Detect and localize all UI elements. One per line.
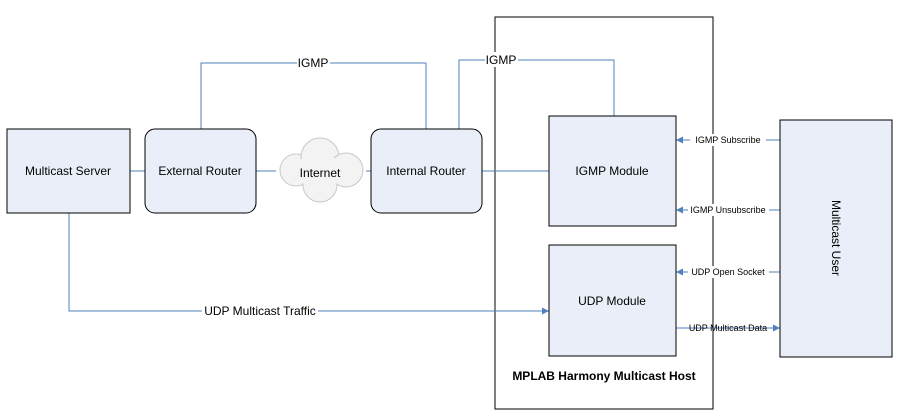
udp-open-socket-label: UDP Open Socket <box>691 267 765 277</box>
udp-multicast-traffic-label: UDP Multicast Traffic <box>204 304 316 318</box>
external-router-box <box>144 128 257 214</box>
igmp-unsubscribe-label: IGMP Unsubscribe <box>690 205 765 215</box>
multicast-user-box <box>779 119 893 358</box>
multicast-server-box <box>6 128 131 214</box>
igmp-subscribe-label: IGMP Subscribe <box>695 135 760 145</box>
multicast-server-label: Multicast Server <box>25 164 111 178</box>
internal-router-label: Internal Router <box>386 164 465 178</box>
internal-router-box <box>370 128 483 214</box>
udp-module-box <box>548 244 677 357</box>
igmp-inner-label: IGMP <box>486 53 517 67</box>
igmp-module-box <box>548 115 677 227</box>
igmp-top-label: IGMP <box>298 56 329 70</box>
udp-module-label: UDP Module <box>578 294 646 308</box>
igmp-module-label: IGMP Module <box>575 164 648 178</box>
udp-multicast-traffic-connector <box>68 213 549 315</box>
multicast-user-label: Multicast User <box>829 200 843 276</box>
internet-cloud <box>279 137 364 203</box>
igmp-external-internal-connector <box>200 62 427 129</box>
external-router-label: External Router <box>158 164 241 178</box>
host-title: MPLAB Harmony Multicast Host <box>512 369 695 383</box>
igmp-internal-module-connector <box>458 59 615 129</box>
udp-multicast-data-label: UDP Multicast Data <box>689 323 767 333</box>
internet-label: Internet <box>300 166 341 180</box>
